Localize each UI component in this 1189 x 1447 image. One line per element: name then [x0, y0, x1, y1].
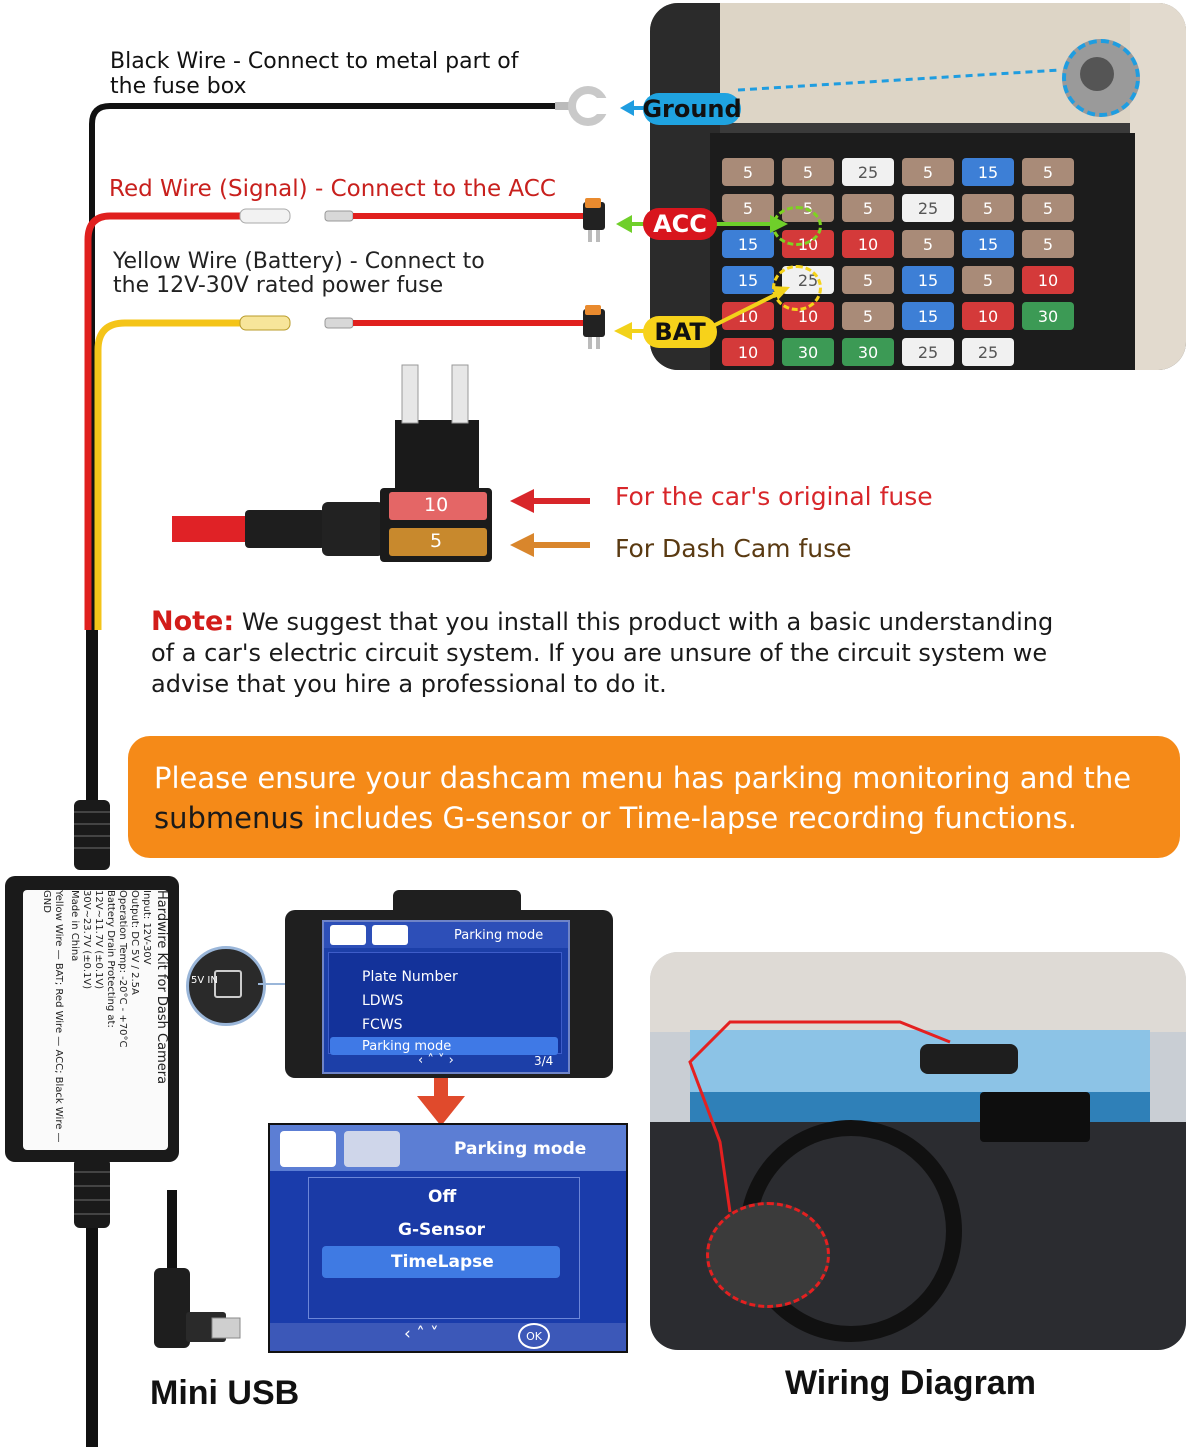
photo-fuse: 25	[842, 158, 894, 186]
banner-line2-rest: includes G-sensor or Time-lapse recordin…	[303, 801, 1077, 835]
banner-line2: submenus includes G-sensor or Time-lapse…	[154, 798, 1131, 838]
note-heading: Note:	[151, 606, 235, 637]
mini-usb-caption: Mini USB	[150, 1374, 300, 1412]
hardwire-title: Hardwire Kit for Dash Camera	[154, 890, 168, 1085]
hardwire-input: Input: 12V-30V	[141, 890, 152, 965]
hardwire-temp: Operation Temp: -20°C - +70°C	[117, 890, 128, 1048]
photo-fuse: 15	[962, 158, 1014, 186]
wire-route	[688, 1020, 951, 1213]
photo-fuse: 5	[722, 158, 774, 186]
photo-fuse: 5	[1022, 194, 1074, 222]
dashcam-device: Parking mode Plate Number LDWS FCWS Park…	[285, 890, 613, 1078]
tag-arrows	[614, 68, 1061, 340]
large-camera-icon	[280, 1131, 336, 1167]
bat-tag: BAT	[643, 316, 717, 348]
photo-fuse: 5	[842, 194, 894, 222]
photo-fuse: 15	[962, 230, 1014, 258]
callout-line	[258, 983, 292, 985]
camera-mode-icon	[330, 925, 366, 945]
hardwire-label: Hardwire Kit for Dash Camera Input: 12V-…	[23, 890, 168, 1150]
hardwire-box: Hardwire Kit for Dash Camera Input: 12V-…	[5, 876, 179, 1162]
yellow-wire-label-line2: the 12V-30V rated power fuse	[113, 273, 444, 298]
photo-fuse: 30	[782, 338, 834, 366]
photo-fuse: 25	[902, 194, 954, 222]
photo-fuse: 5	[842, 266, 894, 294]
note-body: We suggest that you install this product…	[151, 608, 1054, 698]
large-nav-arrows[interactable]: ‹ ˄ ˅	[404, 1324, 439, 1344]
car-interior-photo	[650, 952, 1186, 1350]
original-fuse-label: For the car's original fuse	[615, 482, 933, 511]
yellow-wire-label-line1: Yellow Wire (Battery) - Connect to	[113, 249, 485, 274]
wiring-diagram-caption: Wiring Diagram	[785, 1364, 1036, 1402]
photo-fuse: 10	[1022, 266, 1074, 294]
settings-mode-icon	[372, 925, 408, 945]
black-wire-label-line1: Black Wire - Connect to metal part of	[110, 49, 519, 74]
hardwire-made: Made in China	[69, 890, 80, 962]
note-paragraph: Note: We suggest that you install this p…	[151, 606, 1071, 700]
menu-item-parking-mode[interactable]: Parking mode	[362, 1039, 452, 1054]
small-nav-arrows[interactable]: ‹ ˄ ˅ ›	[418, 1053, 454, 1068]
menu-item-fcws[interactable]: FCWS	[362, 1017, 403, 1033]
photo-fuse: 15	[902, 266, 954, 294]
photo-fuse: 5	[962, 194, 1014, 222]
photo-fuse: 15	[722, 230, 774, 258]
mini-usb-port-callout	[186, 946, 266, 1026]
banner-text: Please ensure your dashcam menu has park…	[154, 758, 1131, 838]
large-screen-header: Parking mode	[454, 1139, 587, 1159]
photo-fuse: 15	[722, 266, 774, 294]
hardwire-drain: Battery Drain Protecting at:	[105, 890, 116, 1028]
fuse-tap-lower-value: 5	[430, 530, 443, 552]
photo-fuse: 15	[902, 302, 954, 330]
small-screen: Parking mode Plate Number LDWS FCWS Park…	[322, 920, 570, 1074]
rearview-mirror	[920, 1044, 1018, 1074]
hardwire-drain-12: 12V~11.7V (±0.1V)	[93, 890, 104, 990]
photo-fuse: 5	[1022, 158, 1074, 186]
banner-line2-dark: submenus	[154, 801, 304, 835]
photo-fuse: 5	[902, 158, 954, 186]
dash-screen	[980, 1092, 1090, 1142]
banner-line1: Please ensure your dashcam menu has park…	[154, 761, 1132, 795]
menu-item-plate-number[interactable]: Plate Number	[362, 969, 458, 985]
photo-fuse: 10	[962, 302, 1014, 330]
photo-fuse: 5	[842, 302, 894, 330]
ok-button[interactable]: OK	[518, 1323, 550, 1349]
menu-item-ldws[interactable]: LDWS	[362, 993, 404, 1009]
photo-fuse: 10	[722, 338, 774, 366]
option-g-sensor[interactable]: G-Sensor	[398, 1220, 486, 1240]
hardwire-drain-30: 30V~23.7V (±0.1V)	[81, 890, 92, 990]
photo-fuse: 5	[1022, 230, 1074, 258]
photo-fuse: 10	[842, 230, 894, 258]
small-screen-header: Parking mode	[454, 928, 544, 943]
photo-fuse: 30	[1022, 302, 1074, 330]
hardwire-output: Output: DC 5V / 2.5A	[129, 890, 140, 995]
fuse-box-inset	[706, 1202, 830, 1308]
large-screen: Parking mode Off G-Sensor TimeLapse ‹ ˄ …	[268, 1123, 628, 1353]
dashcam-fuse-label: For Dash Cam fuse	[615, 534, 852, 563]
fuse-tap-upper-value: 10	[424, 494, 449, 516]
photo-fuse: 30	[842, 338, 894, 366]
large-settings-icon	[344, 1131, 400, 1167]
photo-fuse: 5	[902, 230, 954, 258]
option-off[interactable]: Off	[428, 1187, 457, 1207]
photo-fuse: 5	[782, 158, 834, 186]
option-timelapse[interactable]: TimeLapse	[391, 1252, 494, 1272]
hardwire-red: Red Wire — ACC	[53, 988, 64, 1071]
photo-fuse: 25	[962, 338, 1014, 366]
hardwire-yellow: Yellow Wire — BAT	[53, 890, 64, 982]
photo-fuse: 25	[902, 338, 954, 366]
black-wire-label-line2: the fuse box	[110, 74, 247, 99]
photo-fuse: 5	[722, 194, 774, 222]
ground-tag: Ground	[642, 93, 742, 125]
acc-tag: ACC	[643, 208, 717, 240]
red-wire-label: Red Wire (Signal) - Connect to the ACC	[109, 176, 556, 202]
photo-fuse: 5	[962, 266, 1014, 294]
small-page-indicator: 3/4	[534, 1054, 554, 1068]
port-label: 5V IN	[191, 975, 218, 986]
mini-usb-port-icon	[214, 970, 242, 998]
parking-banner: Please ensure your dashcam menu has park…	[128, 736, 1180, 858]
